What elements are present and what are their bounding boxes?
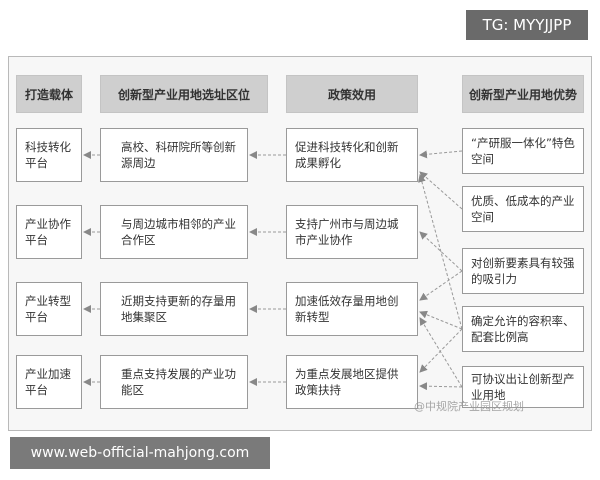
advantage-label: 可协议出让创新型产业用地 [471, 372, 575, 402]
advantage-box-negotiated-transfer: 可协议出让创新型产业用地 [462, 366, 584, 408]
arrow-advantage-to-policy [419, 317, 463, 388]
policy-label: 支持广州市与周边城市产业协作 [295, 217, 399, 247]
carrier-label: 科技转化平台 [25, 140, 71, 170]
location-label: 近期支持更新的存量用地集聚区 [121, 294, 236, 324]
location-box-cooperation-zone: 与周边城市相邻的产业合作区 [100, 205, 248, 259]
carrier-box-transformation: 产业转型平台 [16, 282, 82, 336]
arrow-advantage-to-policy [419, 231, 463, 272]
advantage-box-attraction: 对创新要素具有较强的吸引力 [462, 248, 584, 294]
arrow-advantage-to-policy [419, 328, 463, 373]
advantage-box-plot-ratio: 确定允许的容积率、配套比例高 [462, 306, 584, 352]
policy-label: 促进科技转化和创新成果孵化 [295, 140, 399, 170]
policy-box-land-transformation: 加速低效存量用地创新转型 [286, 282, 418, 336]
watermark: @中规院产业园区规划 [414, 400, 524, 413]
carrier-box-acceleration: 产业加速平台 [16, 355, 82, 409]
policy-label: 为重点发展地区提供政策扶持 [295, 367, 399, 397]
arrow-advantage-to-policy [419, 171, 463, 210]
advantage-label: “产研服一体化”特色空间 [471, 136, 575, 166]
header-advantage: 创新型产业用地优势 [462, 75, 584, 113]
policy-label: 加速低效存量用地创新转型 [295, 294, 399, 324]
arrow-advantage-to-policy [417, 174, 463, 330]
arrow-advantage-to-policy [419, 150, 463, 159]
tg-banner: TG: MYYJJPP [466, 10, 588, 40]
location-label: 与周边城市相邻的产业合作区 [121, 217, 236, 247]
header-carrier: 打造载体 [16, 75, 82, 113]
location-label: 重点支持发展的产业功能区 [121, 367, 236, 397]
arrow-advantage-to-policy [419, 310, 463, 330]
carrier-label: 产业转型平台 [25, 294, 71, 324]
advantage-label: 优质、低成本的产业空间 [471, 194, 575, 224]
url-banner: www.web-official-mahjong.com [10, 437, 270, 469]
advantage-label: 对创新要素具有较强的吸引力 [471, 256, 575, 286]
carrier-box-cooperation: 产业协作平台 [16, 205, 82, 259]
advantage-label: 确定允许的容积率、配套比例高 [471, 314, 575, 344]
header-location: 创新型产业用地选址区位 [100, 75, 268, 113]
arrow-advantage-to-policy [419, 382, 463, 391]
header-policy: 政策效用 [286, 75, 418, 113]
policy-box-tech-transfer: 促进科技转化和创新成果孵化 [286, 128, 418, 182]
advantage-box-low-cost: 优质、低成本的产业空间 [462, 186, 584, 232]
location-label: 高校、科研院所等创新源周边 [121, 140, 236, 170]
arrow-advantage-to-policy [419, 270, 463, 301]
location-box-innovation-source: 高校、科研院所等创新源周边 [100, 128, 248, 182]
carrier-label: 产业协作平台 [25, 217, 71, 247]
carrier-box-tech: 科技转化平台 [16, 128, 82, 182]
location-box-key-function-zone: 重点支持发展的产业功能区 [100, 355, 248, 409]
policy-box-policy-support: 为重点发展地区提供政策扶持 [286, 355, 418, 409]
policy-box-regional-cooperation: 支持广州市与周边城市产业协作 [286, 205, 418, 259]
advantage-box-integration: “产研服一体化”特色空间 [462, 128, 584, 174]
carrier-label: 产业加速平台 [25, 367, 71, 397]
location-box-stock-land: 近期支持更新的存量用地集聚区 [100, 282, 248, 336]
